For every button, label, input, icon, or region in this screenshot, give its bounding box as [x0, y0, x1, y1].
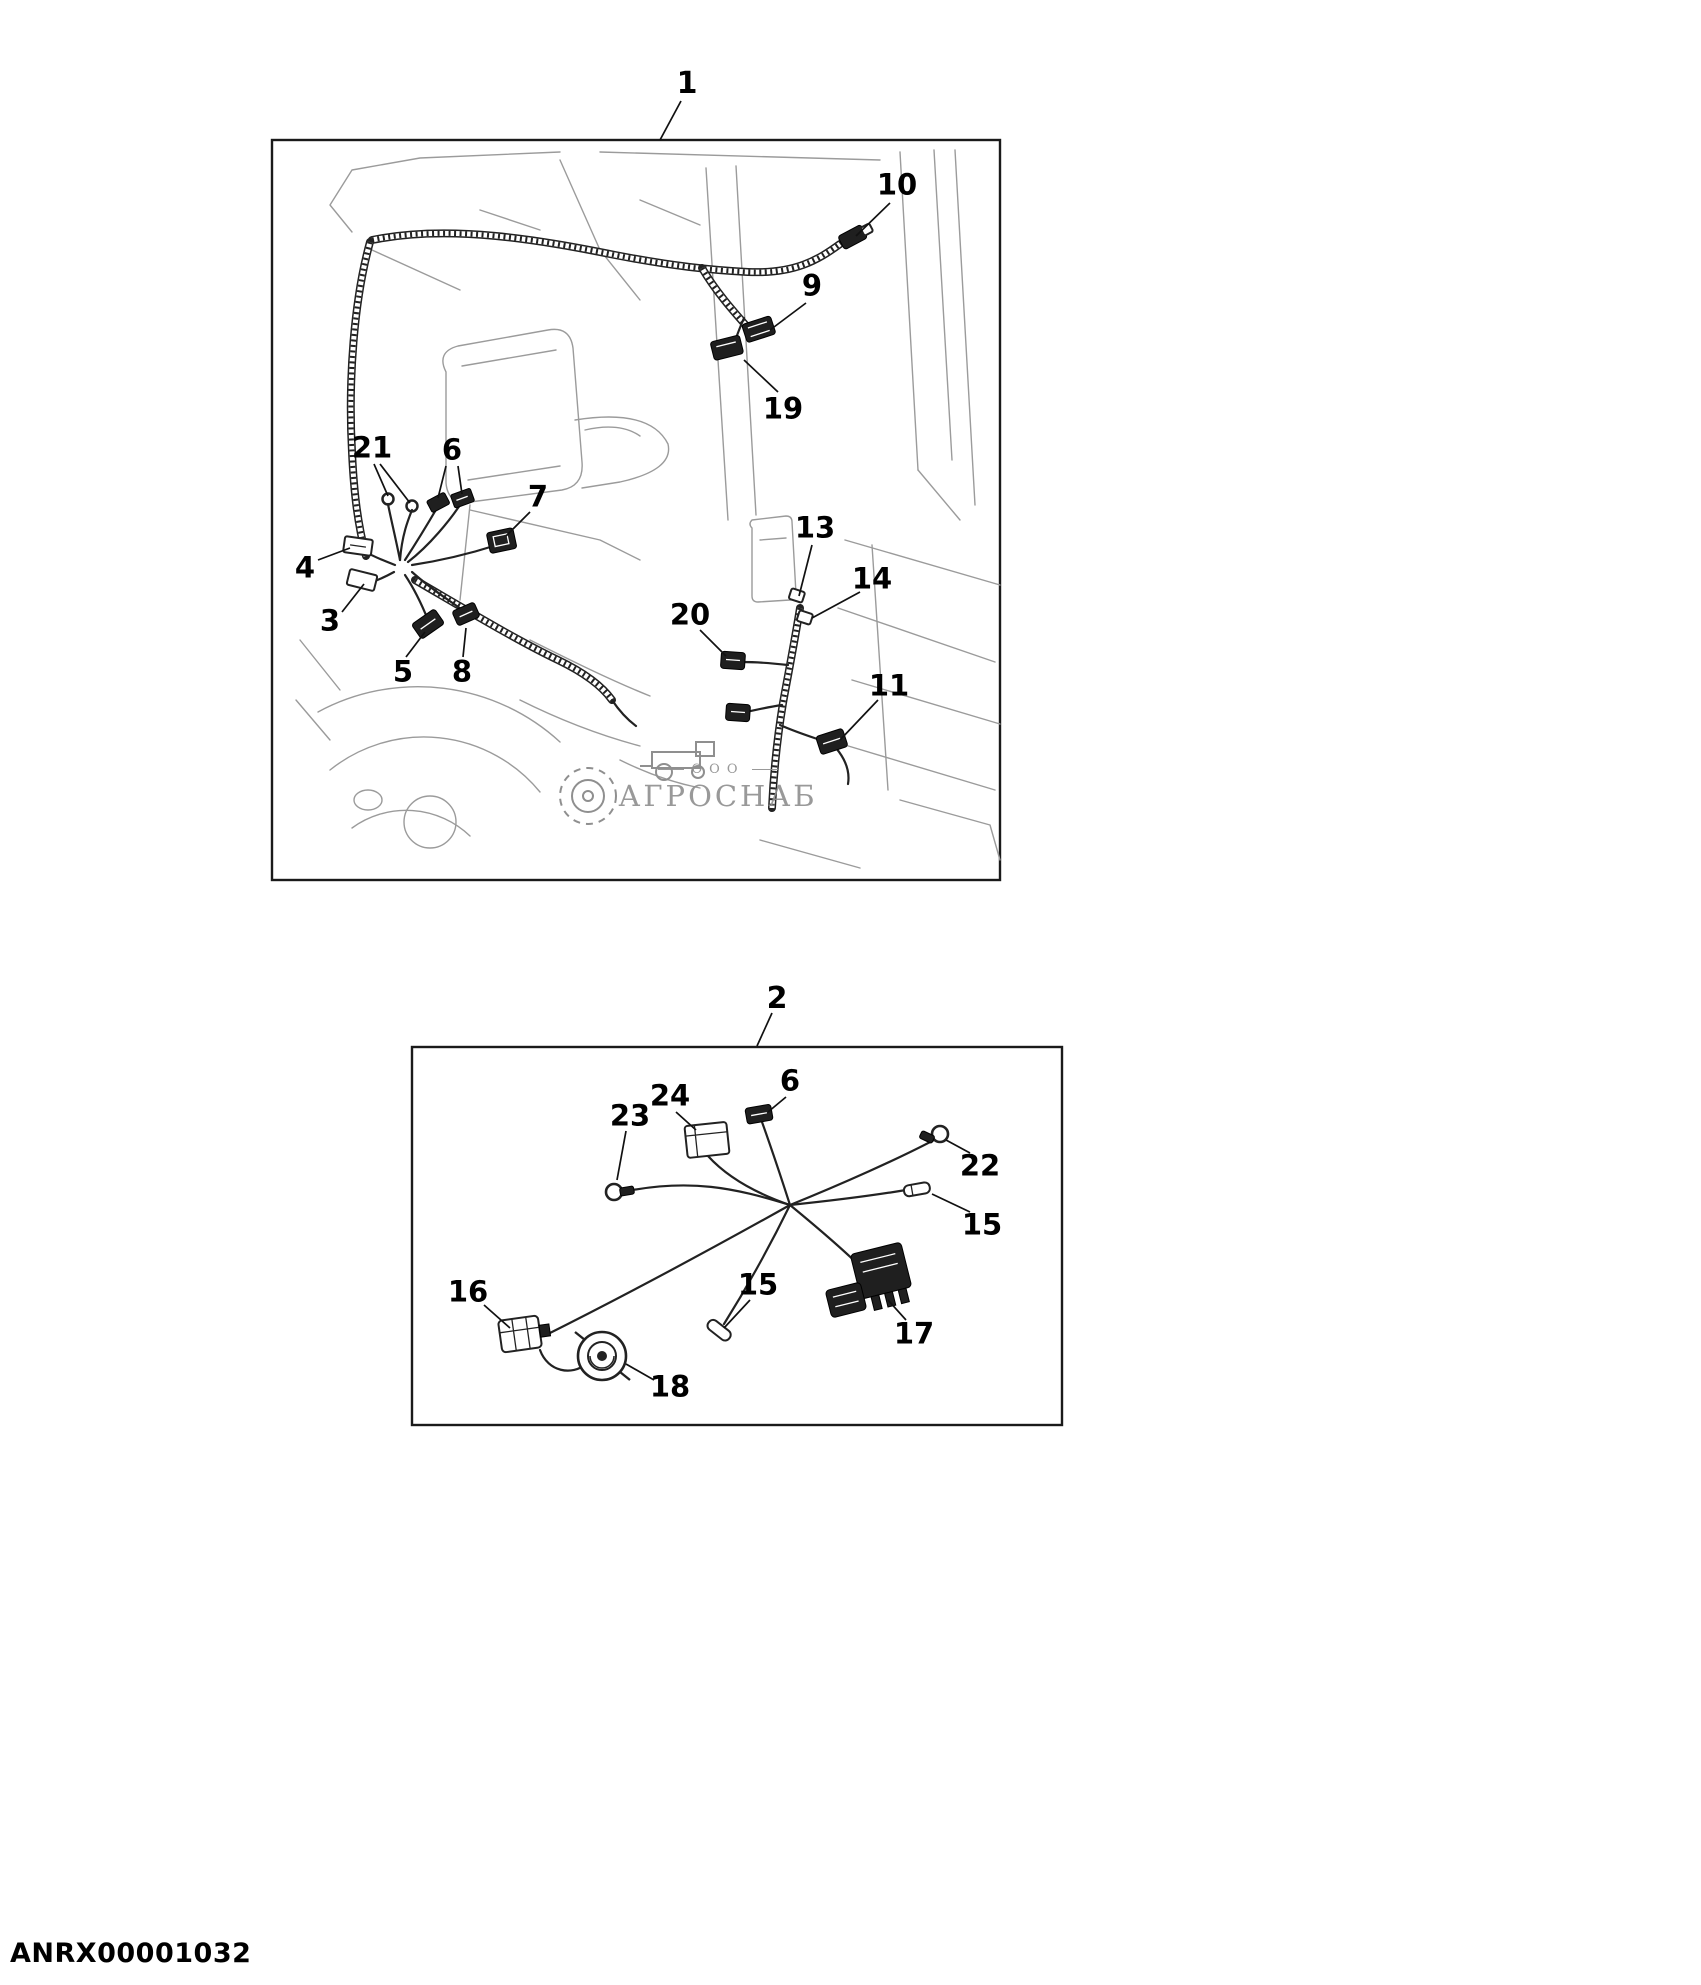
callout-panel-2-22: 22 [959, 1148, 1001, 1183]
callout-panel-2-18: 18 [649, 1369, 691, 1404]
connector-24 [683, 1121, 731, 1159]
watermark-logo [559, 741, 715, 825]
connector-19 [710, 335, 744, 361]
ring-terminal-23 [604, 1182, 635, 1202]
callout-panel-1-10: 10 [876, 167, 918, 202]
connector-4 [342, 535, 374, 557]
callout-panel-1-3: 3 [319, 603, 341, 638]
callout-panel-1-4: 4 [294, 550, 316, 585]
callout-panel-1-21: 21 [351, 430, 393, 465]
bullet-terminal-15a [902, 1181, 931, 1198]
connector-6a [426, 492, 450, 513]
callout-panel-1-11: 11 [868, 668, 910, 703]
callout-panel-1-7: 7 [527, 479, 549, 514]
figure-code: ANRX00001032 [10, 1938, 252, 1969]
panel-2-label: 2 [766, 981, 788, 1016]
panel-1-label: 1 [676, 66, 698, 101]
bullet-terminal-15b [706, 1318, 732, 1342]
callout-panel-1-5: 5 [392, 654, 414, 689]
connector-6c [744, 1104, 774, 1125]
connector-5 [412, 609, 444, 639]
callout-panel-2-16: 16 [447, 1274, 489, 1309]
callout-panel-2-15: 15 [961, 1207, 1003, 1242]
connector-10 [838, 222, 874, 250]
connector-11 [815, 728, 848, 755]
connector-6b [450, 488, 475, 509]
callout-panel-1-8: 8 [451, 654, 473, 689]
callout-panel-1-19: 19 [762, 391, 804, 426]
callout-panel-1-13: 13 [794, 510, 836, 545]
leader-lines [317, 100, 971, 1381]
callout-panel-2-23: 23 [609, 1098, 651, 1133]
callout-panel-1-20: 20 [669, 597, 711, 632]
callout-panel-2-15: 15 [737, 1267, 779, 1302]
panel-1-harness [351, 233, 850, 808]
callout-panel-2-17: 17 [893, 1316, 935, 1351]
panel-2-harness [538, 1120, 936, 1372]
ring-terminals-21 [381, 492, 419, 513]
panel-2-parts [497, 1104, 950, 1382]
connector-16 [497, 1314, 552, 1354]
callout-panel-2-24: 24 [649, 1078, 691, 1113]
panel-2-frame [410, 1045, 1064, 1427]
connector-9 [741, 315, 776, 343]
callout-panel-1-9: 9 [801, 268, 823, 303]
connector-20b [725, 702, 751, 723]
connector-17-mate [825, 1282, 867, 1318]
ring-terminal-22 [919, 1124, 950, 1144]
connector-20a [720, 650, 746, 671]
connector-8 [452, 602, 480, 626]
connector-7 [486, 527, 517, 554]
callout-panel-1-14: 14 [851, 561, 893, 596]
panel-1-connectors [342, 222, 874, 755]
panel-1-machine-sketch [295, 149, 1001, 869]
panel-1-frame [270, 138, 1002, 882]
callout-panel-2-6: 6 [779, 1063, 801, 1098]
clip-14 [796, 609, 814, 626]
callout-panel-1-6: 6 [441, 432, 463, 467]
relay-17 [850, 1242, 912, 1312]
socket-18 [574, 1330, 631, 1382]
